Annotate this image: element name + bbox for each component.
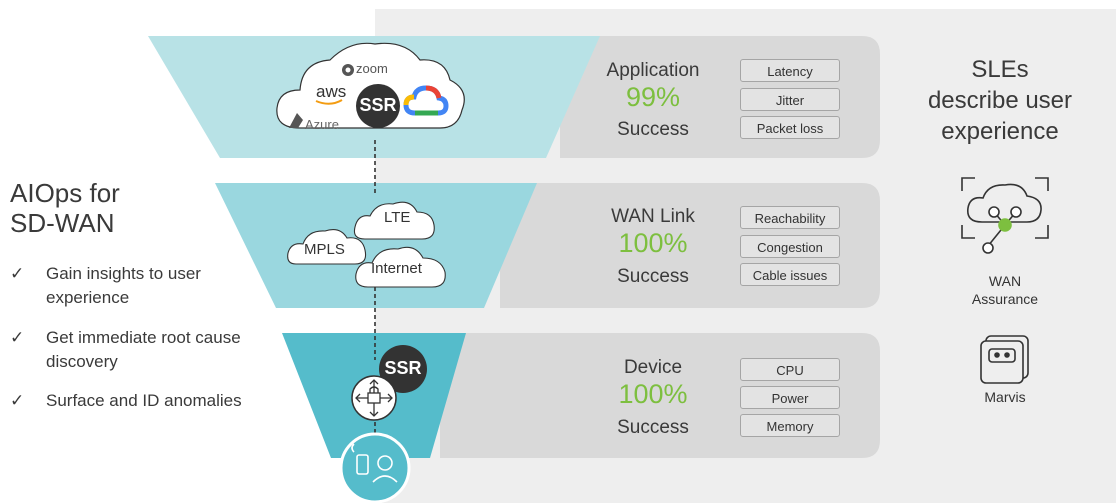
tier-wan-success: Success: [617, 266, 689, 287]
google-cloud-icon: [403, 85, 449, 116]
tier-device-title: Device: [623, 357, 683, 378]
tier-application-title: Application: [606, 60, 700, 81]
metric-congestion: Congestion: [740, 235, 840, 258]
check-icon: ✓: [10, 328, 25, 347]
wan-assurance-icon: [961, 177, 1049, 254]
wan-assurance-label: WAN Assurance: [971, 273, 1039, 307]
sles-title: SLEs describe user experience: [927, 56, 1073, 145]
ssr-badge-cloud: [356, 84, 400, 128]
check-icon: ✓: [10, 264, 25, 283]
user-device-icon: [339, 432, 411, 503]
metric-cpu: CPU: [740, 358, 840, 381]
bullet-root-cause: ✓ Get immediate root cause discovery: [10, 326, 241, 376]
mpls-label: MPLS: [304, 241, 345, 258]
zoom-label: zoom: [356, 61, 388, 76]
internet-cloud: [355, 246, 446, 288]
aiops-title: AIOps for SD-WAN: [10, 178, 120, 238]
marvis-label: Marvis: [984, 389, 1026, 405]
tier-wan-percent: 100%: [618, 228, 688, 258]
bullet-text: Get immediate root cause discovery: [46, 328, 241, 371]
bullet-text: Gain insights to user experience: [46, 264, 201, 307]
tier-application-percent: 99%: [625, 82, 681, 112]
metric-cable-issues: Cable issues: [740, 263, 840, 286]
wan-band: [215, 183, 537, 308]
metric-packet-loss: Packet loss: [740, 116, 840, 139]
tier-wan-title: WAN Link: [611, 206, 695, 227]
ssr-badge-device: [379, 345, 427, 393]
aws-label: aws: [316, 82, 347, 101]
lte-cloud: [353, 201, 435, 240]
azure-label: Azure: [305, 117, 339, 132]
metric-memory: Memory: [740, 414, 840, 437]
ssr-label-device: SSR: [384, 358, 422, 378]
lte-label: LTE: [384, 209, 411, 226]
bullet-anomalies: ✓ Surface and ID anomalies: [10, 389, 242, 439]
marvis-icon: [980, 335, 1029, 384]
bullet-insights: ✓ Gain insights to user experience: [10, 262, 240, 312]
metric-power: Power: [740, 386, 840, 409]
tier-application-success: Success: [617, 119, 689, 140]
tier-device-success: Success: [617, 417, 689, 438]
internet-label: Internet: [371, 260, 422, 277]
mpls-cloud: [287, 229, 367, 265]
bullet-text: Surface and ID anomalies: [46, 391, 242, 410]
check-icon: ✓: [10, 391, 25, 410]
tier-device-percent: 100%: [618, 379, 688, 409]
metric-latency: Latency: [740, 59, 840, 82]
ssr-label-cloud: SSR: [359, 95, 397, 115]
azure-icon: [289, 113, 303, 128]
metric-jitter: Jitter: [740, 88, 840, 111]
metric-reachability: Reachability: [740, 206, 840, 229]
